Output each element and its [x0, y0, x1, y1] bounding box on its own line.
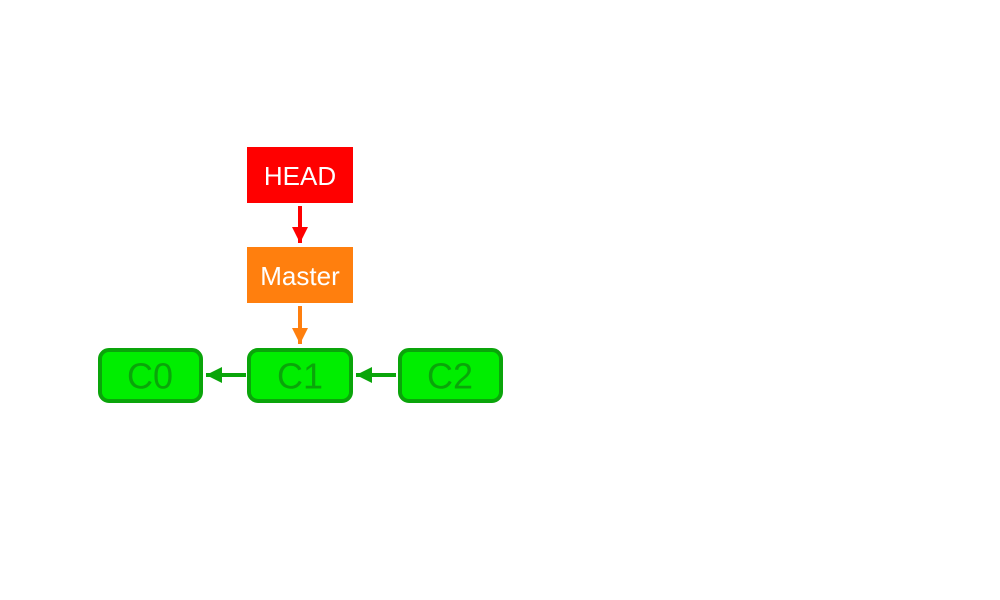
head-ref-label: HEAD [264, 161, 336, 191]
commit-c1: C1 [247, 348, 353, 403]
head-ref-box [247, 147, 353, 203]
master-ref-label: Master [260, 261, 340, 291]
head-ref: HEAD [247, 147, 353, 203]
commit-c0-box [98, 348, 203, 403]
commit-c1-box [247, 348, 353, 403]
commit-c2-box [398, 348, 503, 403]
master-ref: Master [247, 247, 353, 303]
commit-c2-label: C2 [427, 356, 473, 397]
commit-c2: C2 [398, 348, 503, 403]
commit-c1-label: C1 [277, 356, 323, 397]
commit-c0-label: C0 [127, 356, 173, 397]
commit-c0: C0 [98, 348, 203, 403]
master-ref-box [247, 247, 353, 303]
